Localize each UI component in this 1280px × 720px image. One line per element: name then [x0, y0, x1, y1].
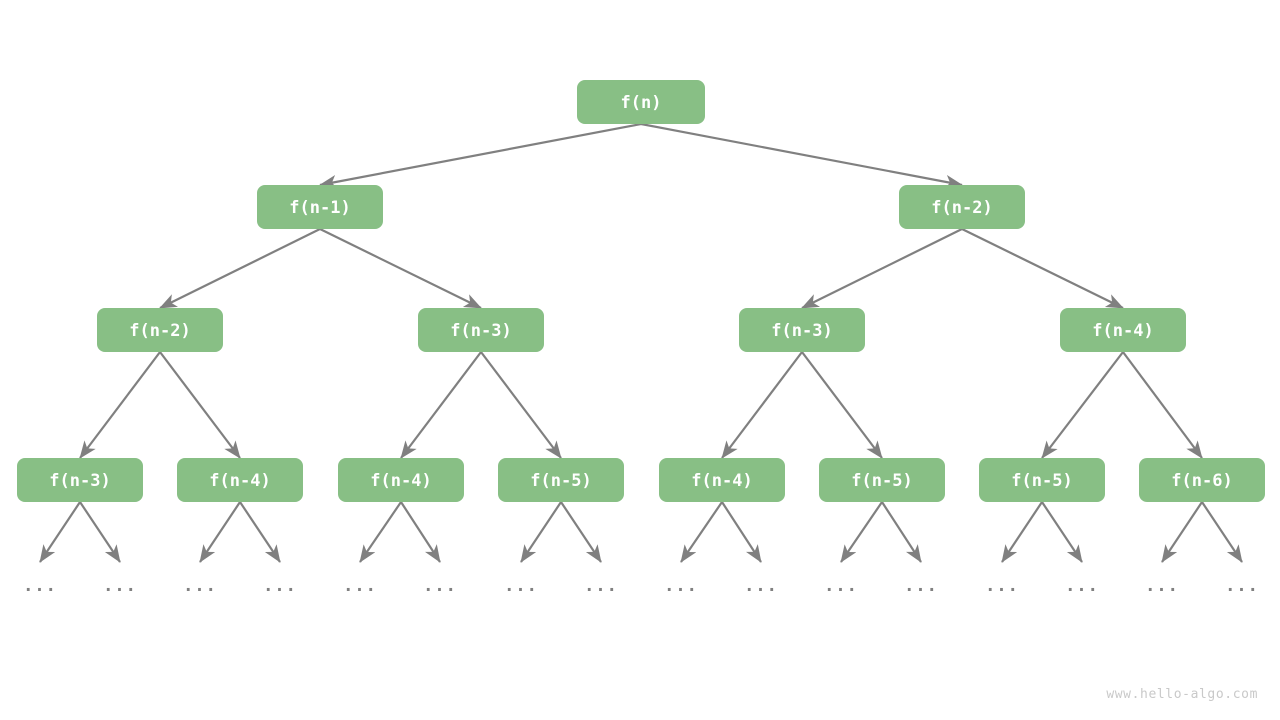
tree-node-label: f(n-1)	[289, 198, 350, 218]
tree-node-box[interactable]	[338, 458, 464, 502]
tree-node-box[interactable]	[979, 458, 1105, 502]
tree-node[interactable]: f(n-5)	[819, 458, 945, 502]
tree-node[interactable]: f(n-1)	[257, 185, 383, 229]
tree-edge-ellipsis	[199, 501, 241, 563]
ellipsis-label: ...	[183, 576, 217, 596]
tree-node-box[interactable]	[659, 458, 785, 502]
tree-node[interactable]: f(n-4)	[659, 458, 785, 502]
tree-edge-ellipsis	[680, 501, 723, 563]
edges-layer	[79, 122, 1203, 459]
tree-edge	[1122, 351, 1203, 459]
tree-edge-ellipsis	[39, 501, 81, 563]
tree-node-box[interactable]	[17, 458, 143, 502]
tree-node-label: f(n-5)	[851, 471, 912, 491]
tree-node-label: f(n-3)	[49, 471, 110, 491]
tree-edge	[721, 351, 803, 459]
tree-edge	[480, 351, 562, 459]
tree-node-box[interactable]	[1139, 458, 1265, 502]
tree-node[interactable]: f(n-2)	[97, 308, 223, 352]
tree-node-label: f(n)	[621, 93, 662, 113]
tree-node-box[interactable]	[819, 458, 945, 502]
tree-edge	[319, 228, 482, 309]
tree-node[interactable]: f(n-3)	[418, 308, 544, 352]
tree-edge-ellipsis	[560, 501, 602, 563]
ellipsis-label: ...	[1065, 576, 1099, 596]
tree-node[interactable]: f(n-4)	[177, 458, 303, 502]
tree-edge	[1041, 351, 1124, 459]
tree-edge	[801, 351, 883, 459]
ellipsis-label: ...	[1145, 576, 1179, 596]
ellipsis-edges-layer	[39, 501, 1243, 563]
tree-node[interactable]: f(n)	[577, 80, 705, 124]
ellipsis-layer: ........................................…	[23, 576, 1259, 596]
ellipsis-label: ...	[584, 576, 618, 596]
tree-node-label: f(n-3)	[771, 321, 832, 341]
tree-node-label: f(n-4)	[1092, 321, 1153, 341]
tree-node-label: f(n-5)	[530, 471, 591, 491]
tree-edge	[159, 228, 321, 309]
ellipsis-label: ...	[1225, 576, 1259, 596]
tree-edge	[319, 122, 642, 189]
tree-node[interactable]: f(n-5)	[498, 458, 624, 502]
tree-edge-ellipsis	[721, 501, 762, 563]
tree-node-label: f(n-4)	[209, 471, 270, 491]
tree-node[interactable]: f(n-4)	[1060, 308, 1186, 352]
tree-edge-ellipsis	[1001, 501, 1043, 563]
ellipsis-label: ...	[263, 576, 297, 596]
ellipsis-label: ...	[343, 576, 377, 596]
tree-edge-ellipsis	[400, 501, 441, 563]
tree-node-box[interactable]	[498, 458, 624, 502]
tree-edge	[79, 351, 161, 459]
tree-node-box[interactable]	[577, 80, 705, 124]
watermark: www.hello-algo.com	[1106, 687, 1258, 702]
ellipsis-label: ...	[985, 576, 1019, 596]
tree-edge	[961, 228, 1124, 309]
tree-edge-ellipsis	[520, 501, 562, 563]
ellipsis-label: ...	[824, 576, 858, 596]
ellipsis-label: ...	[664, 576, 698, 596]
tree-node[interactable]: f(n-3)	[739, 308, 865, 352]
tree-edge-ellipsis	[1161, 501, 1203, 563]
tree-edge-ellipsis	[840, 501, 883, 563]
tree-node[interactable]: f(n-3)	[17, 458, 143, 502]
tree-node-box[interactable]	[177, 458, 303, 502]
tree-node-box[interactable]	[257, 185, 383, 229]
tree-node-box[interactable]	[899, 185, 1025, 229]
ellipsis-label: ...	[423, 576, 457, 596]
ellipsis-label: ...	[744, 576, 778, 596]
tree-node[interactable]: f(n-2)	[899, 185, 1025, 229]
ellipsis-label: ...	[103, 576, 137, 596]
ellipsis-label: ...	[904, 576, 938, 596]
tree-node-label: f(n-3)	[450, 321, 511, 341]
tree-node-box[interactable]	[97, 308, 223, 352]
tree-node-box[interactable]	[418, 308, 544, 352]
tree-node[interactable]: f(n-5)	[979, 458, 1105, 502]
tree-edge-ellipsis	[359, 501, 402, 563]
ellipsis-label: ...	[504, 576, 538, 596]
ellipsis-label: ...	[23, 576, 57, 596]
tree-node-label: f(n-5)	[1011, 471, 1072, 491]
tree-node-label: f(n-4)	[691, 471, 752, 491]
nodes-layer: f(n) f(n-1) f(n-2) f(n-2) f(n-3) f(n-3) f(n-4)…	[17, 80, 1265, 502]
tree-node-label: f(n-2)	[931, 198, 992, 218]
tree-node[interactable]: f(n-4)	[338, 458, 464, 502]
tree-edge-ellipsis	[1041, 501, 1083, 563]
tree-edge	[159, 351, 241, 459]
tree-node-box[interactable]	[1060, 308, 1186, 352]
tree-node[interactable]: f(n-6)	[1139, 458, 1265, 502]
tree-edge-ellipsis	[881, 501, 922, 563]
tree-node-label: f(n-4)	[370, 471, 431, 491]
tree-edge-ellipsis	[239, 501, 281, 563]
tree-edge-ellipsis	[79, 501, 121, 563]
tree-node-label: f(n-6)	[1171, 471, 1232, 491]
tree-edge	[400, 351, 482, 459]
tree-edge	[640, 122, 963, 189]
tree-edge	[801, 228, 963, 309]
tree-node-label: f(n-2)	[129, 321, 190, 341]
tree-edge-ellipsis	[1201, 501, 1243, 563]
tree-node-box[interactable]	[739, 308, 865, 352]
